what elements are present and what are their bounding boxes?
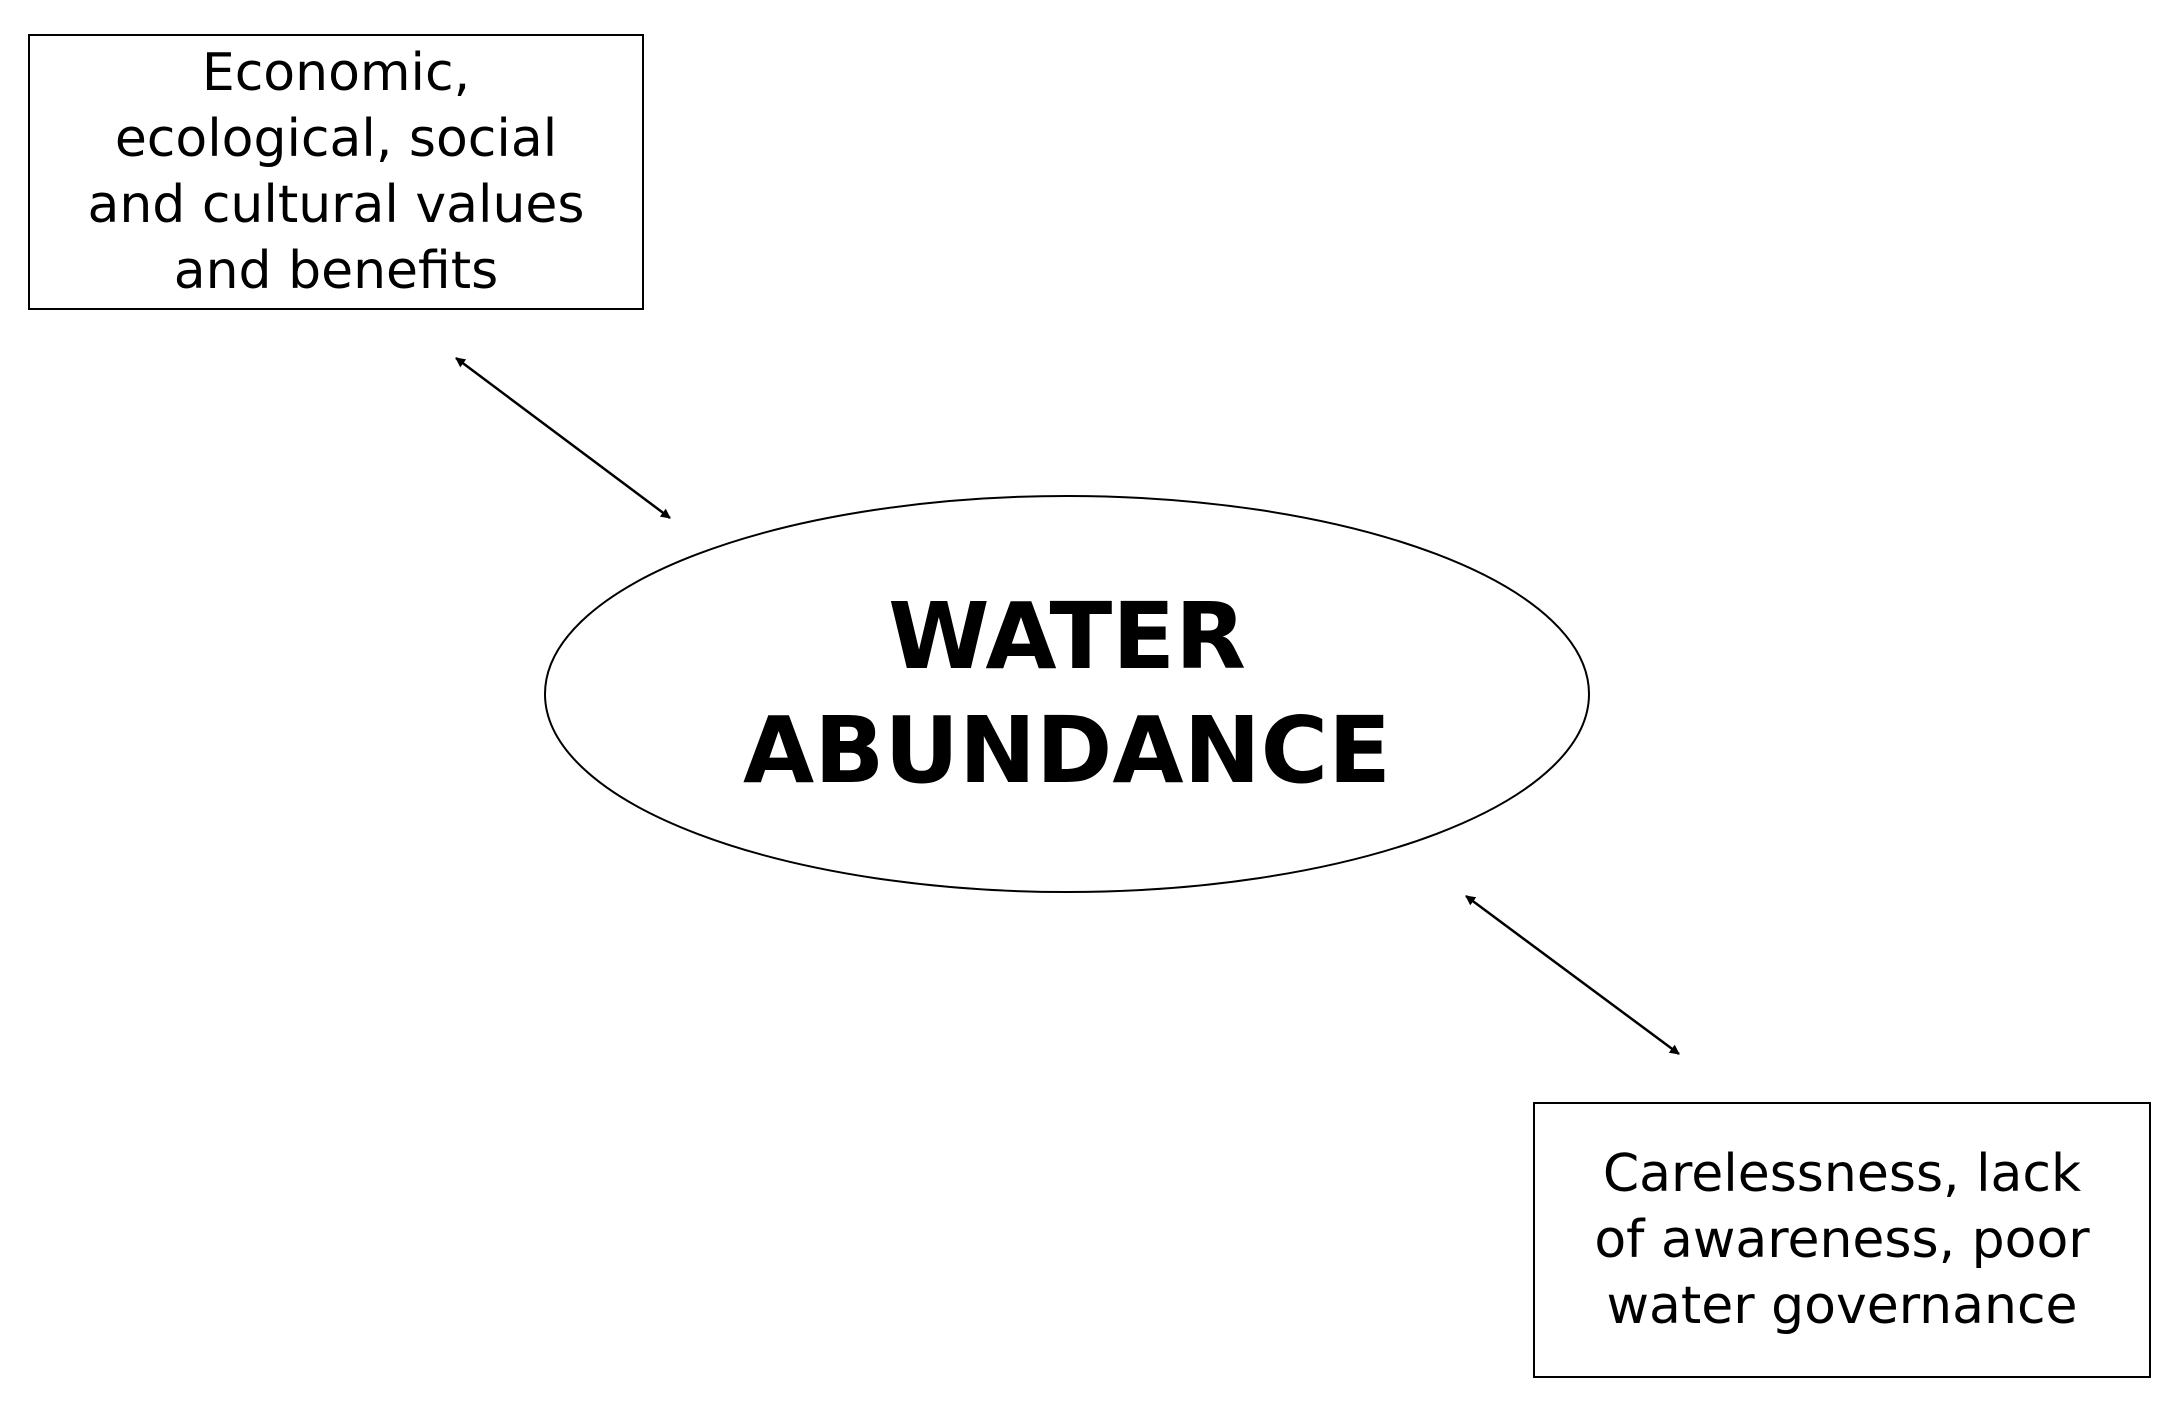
center-label-line2: ABUNDANCE	[743, 697, 1391, 804]
center-label: WATER ABUNDANCE	[545, 494, 1589, 894]
center-ellipse	[544, 495, 1590, 893]
node-line: ecological, social	[114, 109, 558, 169]
node-line: and cultural values	[87, 175, 585, 235]
node-governance-issues: Carelessness, lack of awareness, poor wa…	[1533, 1102, 2151, 1378]
node-values-benefits: Economic, ecological, social and cultura…	[28, 34, 644, 310]
node-governance-issues-text: Carelessness, lack of awareness, poor wa…	[1582, 1141, 2101, 1339]
node-values-benefits-text: Economic, ecological, social and cultura…	[75, 40, 596, 304]
center-label-line1: WATER	[888, 583, 1246, 690]
node-line: Carelessness, lack	[1602, 1144, 2082, 1204]
node-line: and benefits	[173, 241, 499, 301]
node-line: water governance	[1606, 1276, 2078, 1336]
arrow-values-to-center	[455, 356, 671, 520]
node-line: Economic,	[201, 43, 471, 103]
arrow-center-to-governance	[1465, 894, 1680, 1056]
node-line: of awareness, poor	[1594, 1210, 2090, 1270]
